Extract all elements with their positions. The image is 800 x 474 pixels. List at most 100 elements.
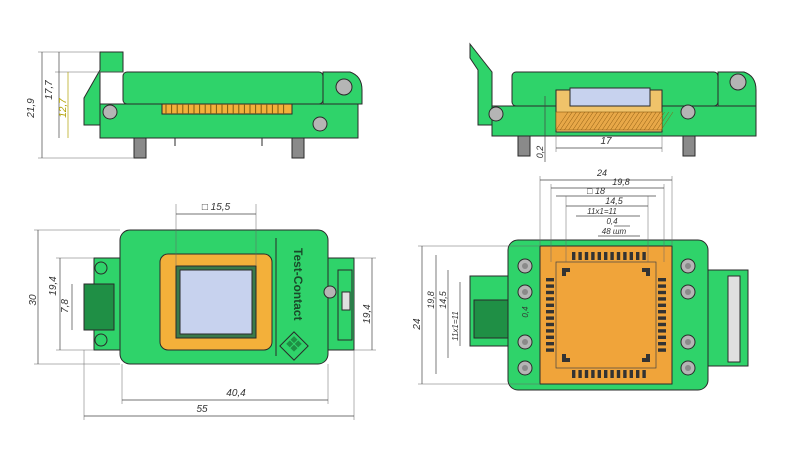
contact-pad xyxy=(578,252,582,260)
contact-pad xyxy=(658,303,666,307)
socket-contacts-hatched xyxy=(555,111,663,131)
dim-label: 40,4 xyxy=(226,388,246,399)
contact-pad xyxy=(658,310,666,314)
contact-pad xyxy=(591,252,595,260)
contact-pad xyxy=(658,322,666,327)
dim-label: 30 xyxy=(28,294,39,306)
dim-label: 19,4 xyxy=(48,276,59,296)
contact-pad xyxy=(658,284,666,288)
contact-pad xyxy=(610,252,614,260)
contact-pad xyxy=(546,342,554,346)
contact-pad xyxy=(546,310,554,314)
screw-icon xyxy=(729,73,747,91)
dim-label: □ 15,5 xyxy=(202,202,231,213)
dim-label: 19,8 xyxy=(612,177,630,187)
contact-pad xyxy=(572,370,576,378)
logo-icon xyxy=(279,331,309,361)
contact-pad xyxy=(546,303,554,307)
contact-pad xyxy=(658,329,666,333)
housing-top xyxy=(122,71,324,105)
contact-pad xyxy=(572,252,576,260)
corner-marker xyxy=(562,268,570,276)
contact-pad xyxy=(546,348,554,352)
contact-pad xyxy=(578,370,582,378)
screw-icon xyxy=(102,104,118,120)
dim-label: 14,5 xyxy=(438,290,448,309)
contact-pad xyxy=(604,252,608,260)
contact-pad xyxy=(610,370,614,378)
side-view-left: 21,9 17,7 12,7 xyxy=(26,51,363,159)
dim-label: 11x1=11 xyxy=(587,207,617,216)
contact-pad xyxy=(658,290,666,295)
dim-label: 12,7 xyxy=(58,98,69,118)
screw-icon xyxy=(323,285,337,299)
standoff-post xyxy=(133,137,147,159)
dim-label: 21,9 xyxy=(26,98,37,119)
dim-label: 14,5 xyxy=(605,196,624,206)
dim-label: 11x1=11 xyxy=(451,311,460,341)
contact-pad xyxy=(546,290,554,295)
contact-pad xyxy=(584,370,589,378)
dim-label: 0,4 xyxy=(521,306,530,318)
lid-bracket xyxy=(469,42,493,126)
dim-label: 24 xyxy=(596,168,607,178)
dim-label: 17,7 xyxy=(44,80,55,100)
contact-pad xyxy=(642,370,646,378)
contact-pad xyxy=(597,252,601,260)
top-view-left: Test-Contact □ 15,5 30 19,4 7,8 19,4 40,… xyxy=(28,202,376,420)
contact-pad xyxy=(597,370,601,378)
contact-pad xyxy=(636,370,640,378)
latch-tab xyxy=(83,283,115,331)
contact-pad xyxy=(546,316,554,320)
screw-icon xyxy=(312,116,328,132)
contact-pad xyxy=(658,316,666,320)
hatch-pattern xyxy=(555,111,674,131)
contact-pad xyxy=(546,284,554,288)
contact-pins xyxy=(165,104,285,114)
hinge-pin xyxy=(341,291,351,311)
contact-pad xyxy=(584,252,589,260)
chip-area xyxy=(555,261,657,369)
contact-pad xyxy=(623,252,627,260)
contact-pad xyxy=(616,252,621,260)
chip-window xyxy=(569,87,651,107)
dim-label: 24 xyxy=(412,318,423,331)
dim-label: □ 18 xyxy=(587,186,605,196)
standoff-post xyxy=(517,135,531,157)
contact-pad xyxy=(604,370,608,378)
dim-label: 0,4 xyxy=(606,217,618,226)
hinge-pin xyxy=(727,275,741,363)
side-view-right: 17 0,2 xyxy=(469,42,757,162)
contact-pad xyxy=(642,252,646,260)
dim-label: 48 шт xyxy=(602,227,627,236)
contact-pad xyxy=(546,297,554,301)
latch-tab xyxy=(473,299,509,339)
contact-strip xyxy=(161,103,293,115)
contact-pad xyxy=(629,370,633,378)
contact-pad xyxy=(623,370,627,378)
standoff-post xyxy=(291,137,305,159)
screw-icon xyxy=(335,78,353,96)
contact-pad xyxy=(658,278,666,282)
screw-icon xyxy=(680,104,696,120)
contact-pad xyxy=(629,252,633,260)
brand-label: Test-Contact xyxy=(291,248,305,320)
contact-pad xyxy=(658,342,666,346)
dim-label: 7,8 xyxy=(60,299,71,313)
contact-pad xyxy=(546,329,554,333)
contact-pad xyxy=(658,297,666,301)
base-screws xyxy=(517,258,696,376)
dim-label: 0,2 xyxy=(535,146,545,159)
dim-label: 19,4 xyxy=(362,304,373,324)
contact-pad xyxy=(546,335,554,339)
contact-pad xyxy=(658,335,666,339)
chip-window xyxy=(179,269,253,335)
contact-pad xyxy=(546,322,554,327)
contact-pad xyxy=(546,278,554,282)
contact-pad xyxy=(658,348,666,352)
dim-label: 19,8 xyxy=(426,291,436,309)
contact-pad xyxy=(591,370,595,378)
dim-label: 55 xyxy=(196,404,208,415)
